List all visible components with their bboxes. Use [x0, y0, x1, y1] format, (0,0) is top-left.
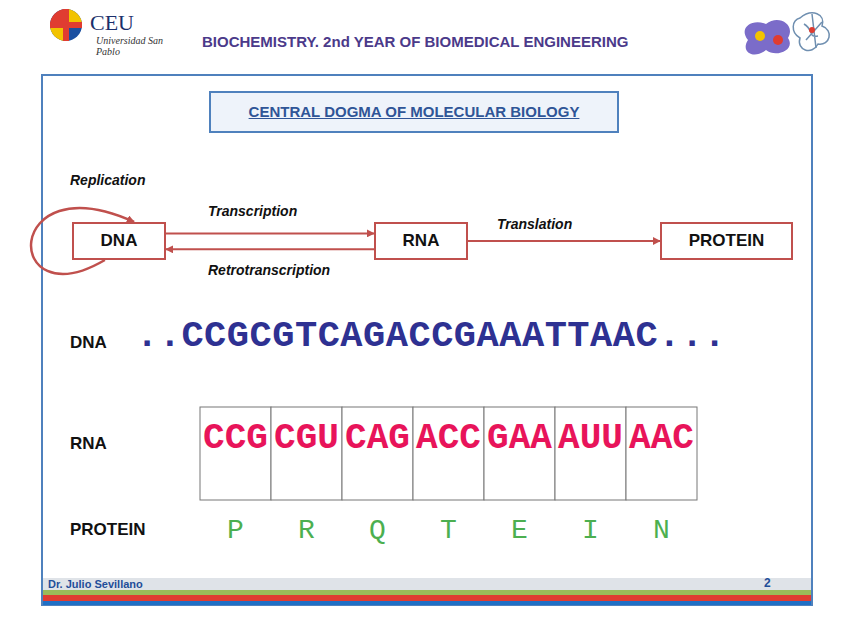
arrow-label: Replication — [70, 172, 145, 188]
text-label: CAG — [345, 418, 410, 459]
box-label: RNA — [403, 231, 440, 251]
red-stripe — [43, 595, 811, 601]
arrow-label: Translation — [497, 216, 572, 232]
arrow-label: Transcription — [208, 203, 297, 219]
text-label: AAC — [629, 418, 694, 459]
ceu-logo — [50, 9, 82, 41]
text-label: T — [440, 515, 457, 546]
molecule-icons — [745, 13, 830, 55]
green-stripe — [43, 590, 811, 595]
process-box: DNA — [72, 222, 166, 260]
text-label: P — [227, 515, 244, 546]
text-label: ..CCGCGTCAGACCGAAATTAAC... — [136, 315, 726, 357]
box-label: PROTEIN — [689, 231, 765, 251]
flow-arrow — [166, 248, 374, 250]
text-label: 2 — [764, 576, 771, 590]
blue-stripe — [43, 601, 811, 605]
slide-frame — [42, 75, 812, 605]
text-label: E — [511, 515, 528, 546]
text-label: RNA — [70, 434, 107, 454]
text-label: CCG — [203, 418, 268, 459]
text-label: CGU — [274, 418, 339, 459]
text-label: GAA — [487, 418, 552, 459]
box-label: DNA — [101, 231, 138, 251]
process-box: RNA — [374, 222, 468, 260]
text-label: Q — [369, 515, 386, 546]
text-label: AUU — [558, 418, 623, 459]
text-label: Universidad San Pablo — [96, 35, 168, 57]
text-label: ACC — [416, 418, 481, 459]
text-label: CEU — [90, 10, 134, 36]
text-label: R — [298, 515, 315, 546]
process-box: PROTEIN — [660, 222, 793, 260]
text-label: N — [653, 515, 670, 546]
text-label: DNA — [70, 333, 107, 353]
text-label: PROTEIN — [70, 520, 146, 540]
title-box — [210, 92, 618, 132]
footer-band — [43, 578, 811, 590]
flow-arrow — [468, 240, 660, 242]
slide-title: CENTRAL DOGMA OF MOLECULAR BIOLOGY — [249, 103, 580, 120]
text-label: BIOCHEMISTRY. 2nd YEAR OF BIOMEDICAL ENG… — [202, 33, 628, 50]
arrow-label: Retrotranscription — [208, 262, 330, 278]
flow-arrow — [166, 232, 374, 234]
codon-table — [200, 407, 697, 500]
text-label: I — [582, 515, 599, 546]
text-label: Dr. Julio Sevillano — [48, 578, 143, 590]
